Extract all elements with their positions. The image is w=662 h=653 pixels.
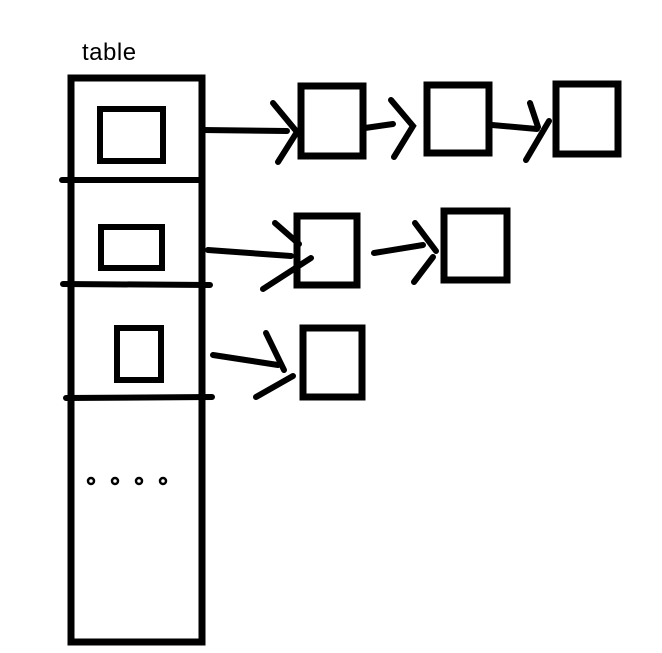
table-divider-2 [60,281,213,288]
chain-2-arrowhead-2b [411,254,436,285]
chain-1-pointer-line [199,127,290,134]
chain-2-arrowhead-1b [260,255,314,292]
ellipsis-dot-4 [158,476,168,486]
chain-2-arrowhead-2a [412,220,439,254]
chain-3-node-1 [299,324,366,401]
chain-2-node-1 [293,212,361,289]
chain-3-arrowhead-1a [263,330,287,373]
ellipsis-dot-1 [86,476,96,486]
chain-3-arrowhead-1b [253,373,296,400]
bucket-1-key-square [97,106,166,164]
chain-1-arrowhead-2 [388,97,417,160]
chain-1-arrowhead-1 [270,100,301,165]
chain-1-node-3 [552,80,622,158]
chain-2-link-line-1 [371,242,426,256]
ellipsis-dot-2 [110,476,120,486]
chain-1-arrowhead-3a [527,100,541,130]
table-label: table [82,39,137,66]
chain-1-link-line-1 [362,121,396,131]
ellipsis-dot-3 [134,476,144,486]
chain-2-pointer-line [205,247,294,259]
chain-1-arrowhead-3b [523,118,552,163]
chain-1-node-2 [423,81,493,157]
chain-3-pointer-line [210,352,281,368]
chain-1-node-1 [297,82,367,160]
chain-1-link-line-2 [489,122,540,132]
bucket-3-key-square [114,325,164,383]
table-divider-3 [63,394,215,401]
table-outline [67,74,206,646]
chain-2-node-2 [440,207,511,284]
bucket-2-key-square [98,224,165,271]
